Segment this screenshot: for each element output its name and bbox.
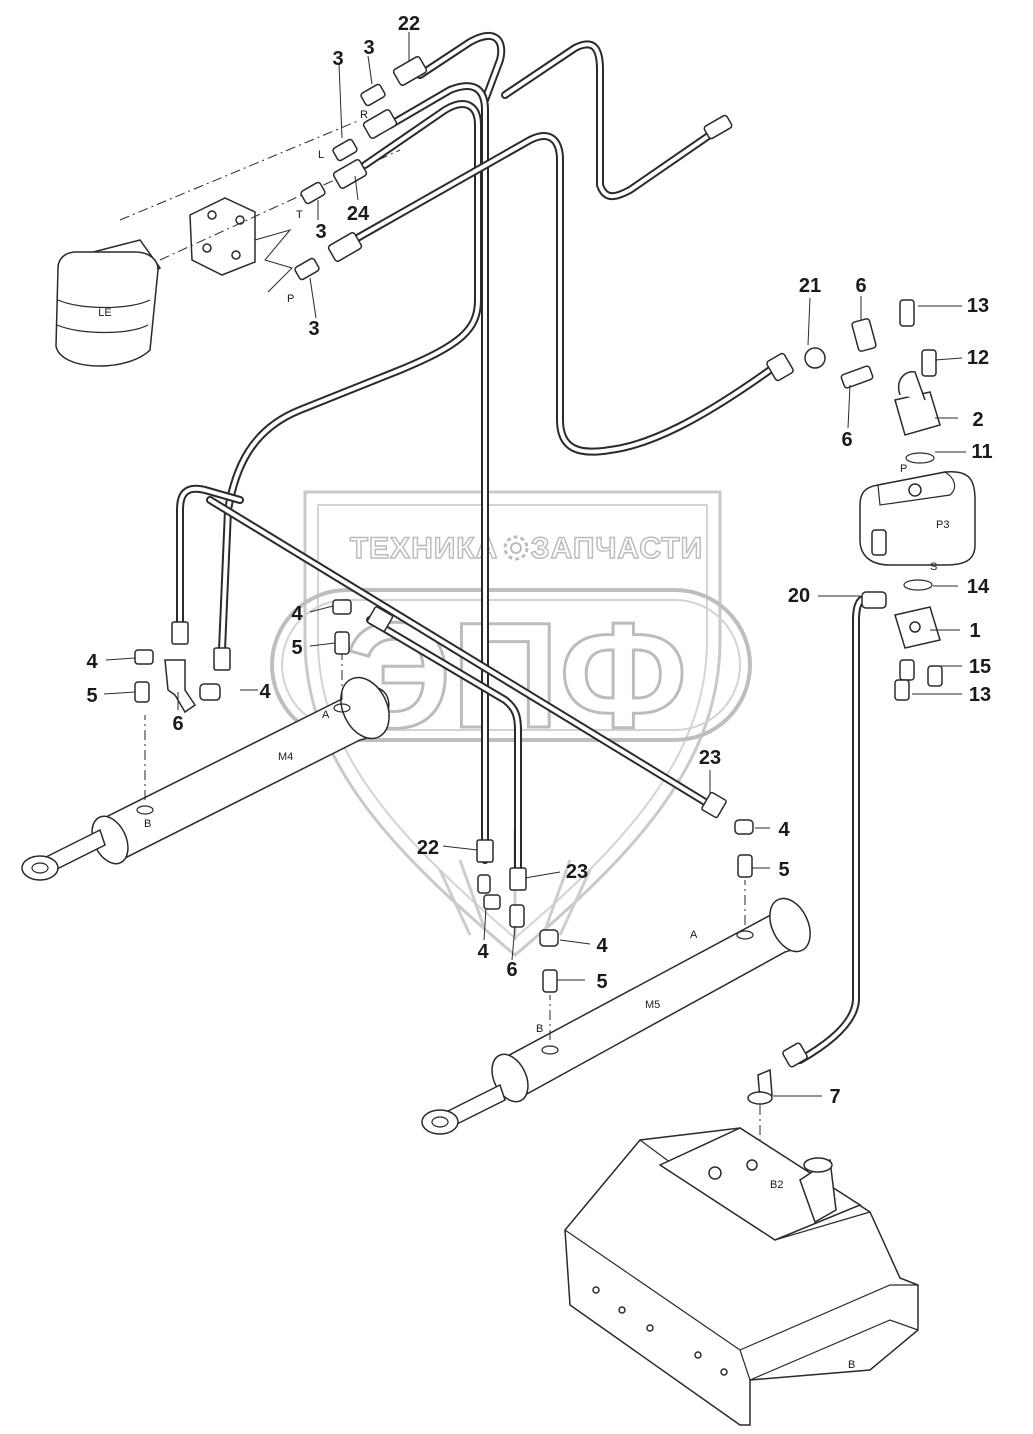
watermark-text-right: ЗАПЧАСТИ	[531, 532, 703, 565]
port-label-a-m4: A	[322, 709, 330, 721]
port-label-a-m5: A	[690, 929, 698, 941]
port-label-b-m5: B	[536, 1023, 543, 1035]
callout-23-top: 23	[699, 747, 721, 769]
callout-6-bot: 6	[506, 959, 517, 981]
watermark-text-left: ТЕХНИКА	[350, 532, 499, 565]
callout-4-m4: 4	[291, 603, 303, 625]
m4-fittings	[134, 599, 352, 714]
callout-21: 21	[799, 275, 821, 297]
callout-12: 12	[967, 347, 989, 369]
callout-4-bot-left: 4	[477, 941, 489, 963]
port-label-p3: P3	[936, 519, 949, 531]
port-label-b-m4: B	[144, 818, 151, 830]
watermark-big-text: ЭПФ	[345, 591, 688, 759]
port-label-r: R	[360, 109, 368, 121]
callout-5-left: 5	[86, 685, 97, 707]
hydraulic-tank	[564, 1127, 919, 1426]
callout-3-d: 3	[308, 318, 319, 340]
port-label-p-valve: P	[287, 293, 294, 305]
callout-1: 1	[969, 620, 980, 642]
hose-end-fittings	[171, 56, 887, 1068]
callout-3-b: 3	[332, 48, 343, 70]
valve-block-le: LE	[55, 197, 293, 367]
callout-20: 20	[788, 585, 810, 607]
cylinder-m4	[21, 676, 390, 881]
callout-2: 2	[972, 409, 983, 431]
callout-5-right: 5	[778, 859, 789, 881]
port-label-b2: B2	[770, 1179, 783, 1191]
leader-lines	[103, 32, 966, 1097]
tank-bolts	[592, 1286, 728, 1376]
port-label-le: LE	[98, 307, 111, 319]
center-fittings	[477, 819, 754, 993]
port-label-p-pump: P	[900, 463, 907, 475]
elbow-fitting-7	[747, 1068, 773, 1105]
gear-icon	[503, 535, 529, 561]
callout-15: 15	[969, 656, 991, 678]
callout-11: 11	[971, 441, 992, 463]
port-label-t: T	[296, 209, 303, 221]
callout-23-bot: 23	[566, 861, 588, 883]
callout-4-right: 4	[778, 819, 790, 841]
hoses	[176, 32, 874, 1064]
callout-numbers: 22 3 3 3 3 24 21 6 13 12 2 6 11 14 20 1 …	[86, 13, 992, 1108]
callout-7: 7	[829, 1086, 840, 1108]
watermark: ТЕХНИКА ЗАПЧАСТИ ЭПФ	[270, 490, 752, 957]
callout-22-bot: 22	[417, 837, 439, 859]
callout-6-left: 6	[172, 713, 183, 735]
callout-3-c: 3	[315, 221, 326, 243]
port-label-b-tank: B	[848, 1359, 855, 1371]
cylinder-m5	[421, 897, 811, 1135]
callout-5-bot: 5	[596, 971, 607, 993]
callout-6-top: 6	[855, 275, 866, 297]
pump-assembly	[840, 299, 976, 701]
callout-4-left: 4	[86, 651, 98, 673]
port-label-l: L	[318, 149, 324, 161]
callout-13-top: 13	[967, 295, 989, 317]
callout-4-bot-right: 4	[596, 935, 608, 957]
callout-6-mid: 6	[841, 429, 852, 451]
callout-22-top: 22	[398, 13, 420, 35]
adapter-fittings	[294, 83, 386, 281]
projection-line	[119, 119, 361, 221]
callout-14: 14	[967, 576, 990, 598]
port-label-m4: M4	[278, 751, 293, 763]
callout-24: 24	[347, 203, 370, 225]
callout-5-m4: 5	[291, 637, 302, 659]
port-label-m5: M5	[645, 999, 660, 1011]
callout-3-a: 3	[363, 37, 374, 59]
port-label-s: S	[930, 561, 937, 573]
callout-13-bot: 13	[969, 684, 991, 706]
callout-4-left2: 4	[259, 681, 271, 703]
